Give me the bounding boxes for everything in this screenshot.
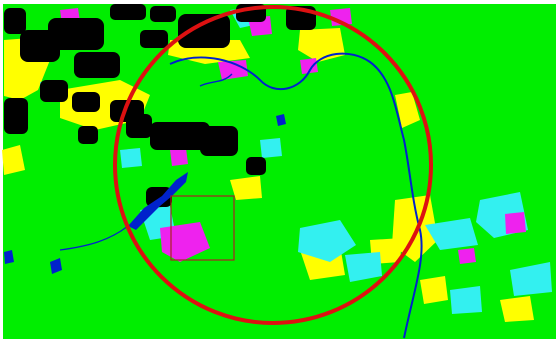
bare-patch xyxy=(230,176,262,200)
magenta-patch xyxy=(300,58,318,74)
cyan-patch xyxy=(260,138,282,158)
bare-patch xyxy=(2,145,25,175)
bare-patch xyxy=(420,276,448,304)
cloud-blob xyxy=(4,98,28,134)
cloud-blob xyxy=(110,4,146,20)
cloud-mask-layer xyxy=(4,4,316,207)
bare-ground-layer xyxy=(2,28,534,322)
cyan-patch xyxy=(450,286,482,314)
cloud-blob xyxy=(126,114,152,138)
pond xyxy=(276,114,286,126)
cloud-blob xyxy=(150,6,176,22)
cyan-patch xyxy=(510,262,552,296)
lake xyxy=(128,172,188,230)
cloud-blob xyxy=(140,30,168,48)
selection-box xyxy=(170,195,235,261)
river xyxy=(199,73,233,87)
river xyxy=(59,225,129,251)
cyan-patch xyxy=(425,218,478,250)
bare-patch xyxy=(395,92,420,128)
cloud-blob xyxy=(74,52,120,78)
cloud-blob xyxy=(4,8,26,34)
pond xyxy=(50,258,62,274)
water-layer xyxy=(4,52,423,339)
bare-patch xyxy=(500,296,534,322)
cloud-blob xyxy=(246,157,266,175)
magenta-class-layer xyxy=(60,8,526,264)
magenta-patch xyxy=(458,248,476,264)
cloud-blob xyxy=(200,126,238,156)
river xyxy=(169,52,423,339)
cyan-patch xyxy=(120,148,142,168)
magenta-patch xyxy=(505,212,526,234)
cloud-blob xyxy=(40,80,68,102)
cloud-blob xyxy=(178,14,230,48)
cloud-blob xyxy=(48,18,104,50)
cloud-blob xyxy=(150,122,210,150)
magenta-patch xyxy=(160,222,210,262)
region-circle xyxy=(113,5,433,325)
cyan-patch xyxy=(298,220,356,262)
pond xyxy=(4,250,14,264)
magenta-patch xyxy=(170,148,188,166)
bare-patch xyxy=(392,195,438,262)
cyan-patch xyxy=(345,252,382,282)
cloud-blob xyxy=(78,126,98,144)
magenta-patch xyxy=(218,60,248,80)
cloud-blob xyxy=(72,92,100,112)
